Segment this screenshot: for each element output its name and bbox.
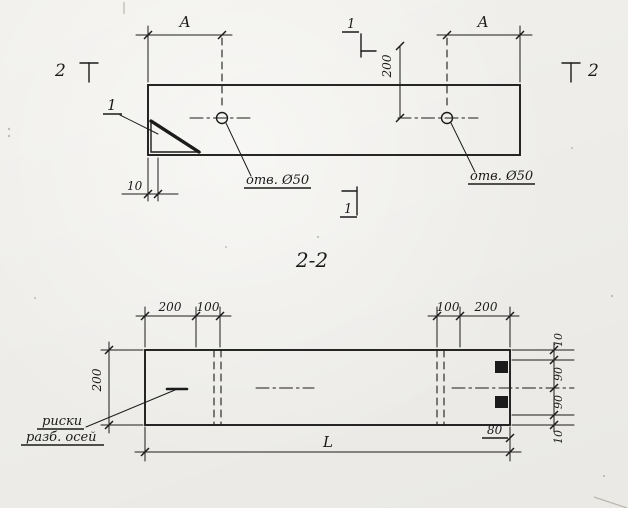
hole-left-leader (225, 122, 252, 177)
dim-200-offset-value: 200 (380, 54, 394, 78)
dim-top-left: 200 100 (135, 300, 232, 348)
plan-view: 1 отв. Ø50 отв. Ø50 (54, 13, 599, 218)
section-view-title: 2-2 (295, 248, 328, 272)
dim-top-right-200-value: 200 (474, 300, 498, 314)
hole-left-callout: отв. Ø50 (225, 122, 311, 189)
hole-right (397, 111, 479, 125)
hole-left-label: отв. Ø50 (246, 173, 309, 188)
section-2-right-label: 2 (587, 61, 599, 81)
dim-a-right: A (436, 13, 533, 111)
dim-right-90-bottom-value: 90 (552, 395, 565, 409)
section-1-mark-bottom: 1 (340, 186, 358, 218)
dim-right-10-bottom-value: 10 (552, 430, 565, 444)
detail-1-callout: 1 (103, 96, 159, 135)
dim-top-left-200-value: 200 (158, 300, 182, 314)
dim-a-right-value: A (476, 13, 489, 31)
dim-top-right-100-value: 100 (437, 300, 460, 314)
corner-detail-triangle (149, 119, 202, 154)
hole-left (189, 111, 255, 125)
section-2-mark-left: 2 (54, 61, 99, 83)
section-1-top-label: 1 (347, 17, 355, 32)
axis-mark-lines (213, 349, 445, 426)
scan-specks (7, 2, 628, 508)
dim-length-value: L (322, 433, 333, 451)
dim-height-value: 200 (90, 368, 104, 392)
detail-1-leader (119, 114, 159, 135)
axis-note-callout: риски разб. осей (21, 389, 176, 446)
hole-right-callout: отв. Ø50 (450, 122, 535, 185)
dim-10-edge: 10 (121, 157, 179, 202)
dim-top-right: 100 200 (427, 300, 520, 348)
axis-note-line1: риски (42, 414, 82, 429)
hole-left-circle (215, 111, 229, 125)
dim-top-left-100-value: 100 (197, 300, 220, 314)
dim-right-90-top-value: 90 (552, 367, 565, 381)
dim-200-offset: 200 (380, 41, 405, 123)
dim-right-10-top-value: 10 (552, 333, 565, 347)
dim-height-200: 200 (90, 341, 144, 434)
axis-note-leader (85, 389, 176, 428)
hole-right-circle (440, 111, 454, 125)
section-2-left-label: 2 (54, 61, 66, 81)
section-1-mark-top: 1 (342, 17, 377, 58)
section-view: 2-2 200 (21, 248, 575, 462)
dim-right-stack: 10 90 90 10 (511, 333, 575, 444)
dim-a-left-value: A (178, 13, 191, 31)
beam-outline (147, 84, 521, 156)
detail-1-label: 1 (107, 96, 117, 114)
section-1-bottom-label: 1 (344, 202, 352, 217)
embed-squares (495, 361, 508, 408)
dim-a-left: A (135, 13, 233, 111)
dim-80: 80 (482, 423, 515, 448)
dim-80-value: 80 (487, 423, 503, 437)
hole-right-label: отв. Ø50 (470, 169, 533, 184)
hole-right-leader (450, 122, 476, 173)
axis-note-line2: разб. осей (26, 430, 97, 445)
dim-length-L: L (134, 426, 522, 462)
section-2-mark-right: 2 (561, 61, 599, 83)
dim-10-value: 10 (127, 179, 143, 193)
